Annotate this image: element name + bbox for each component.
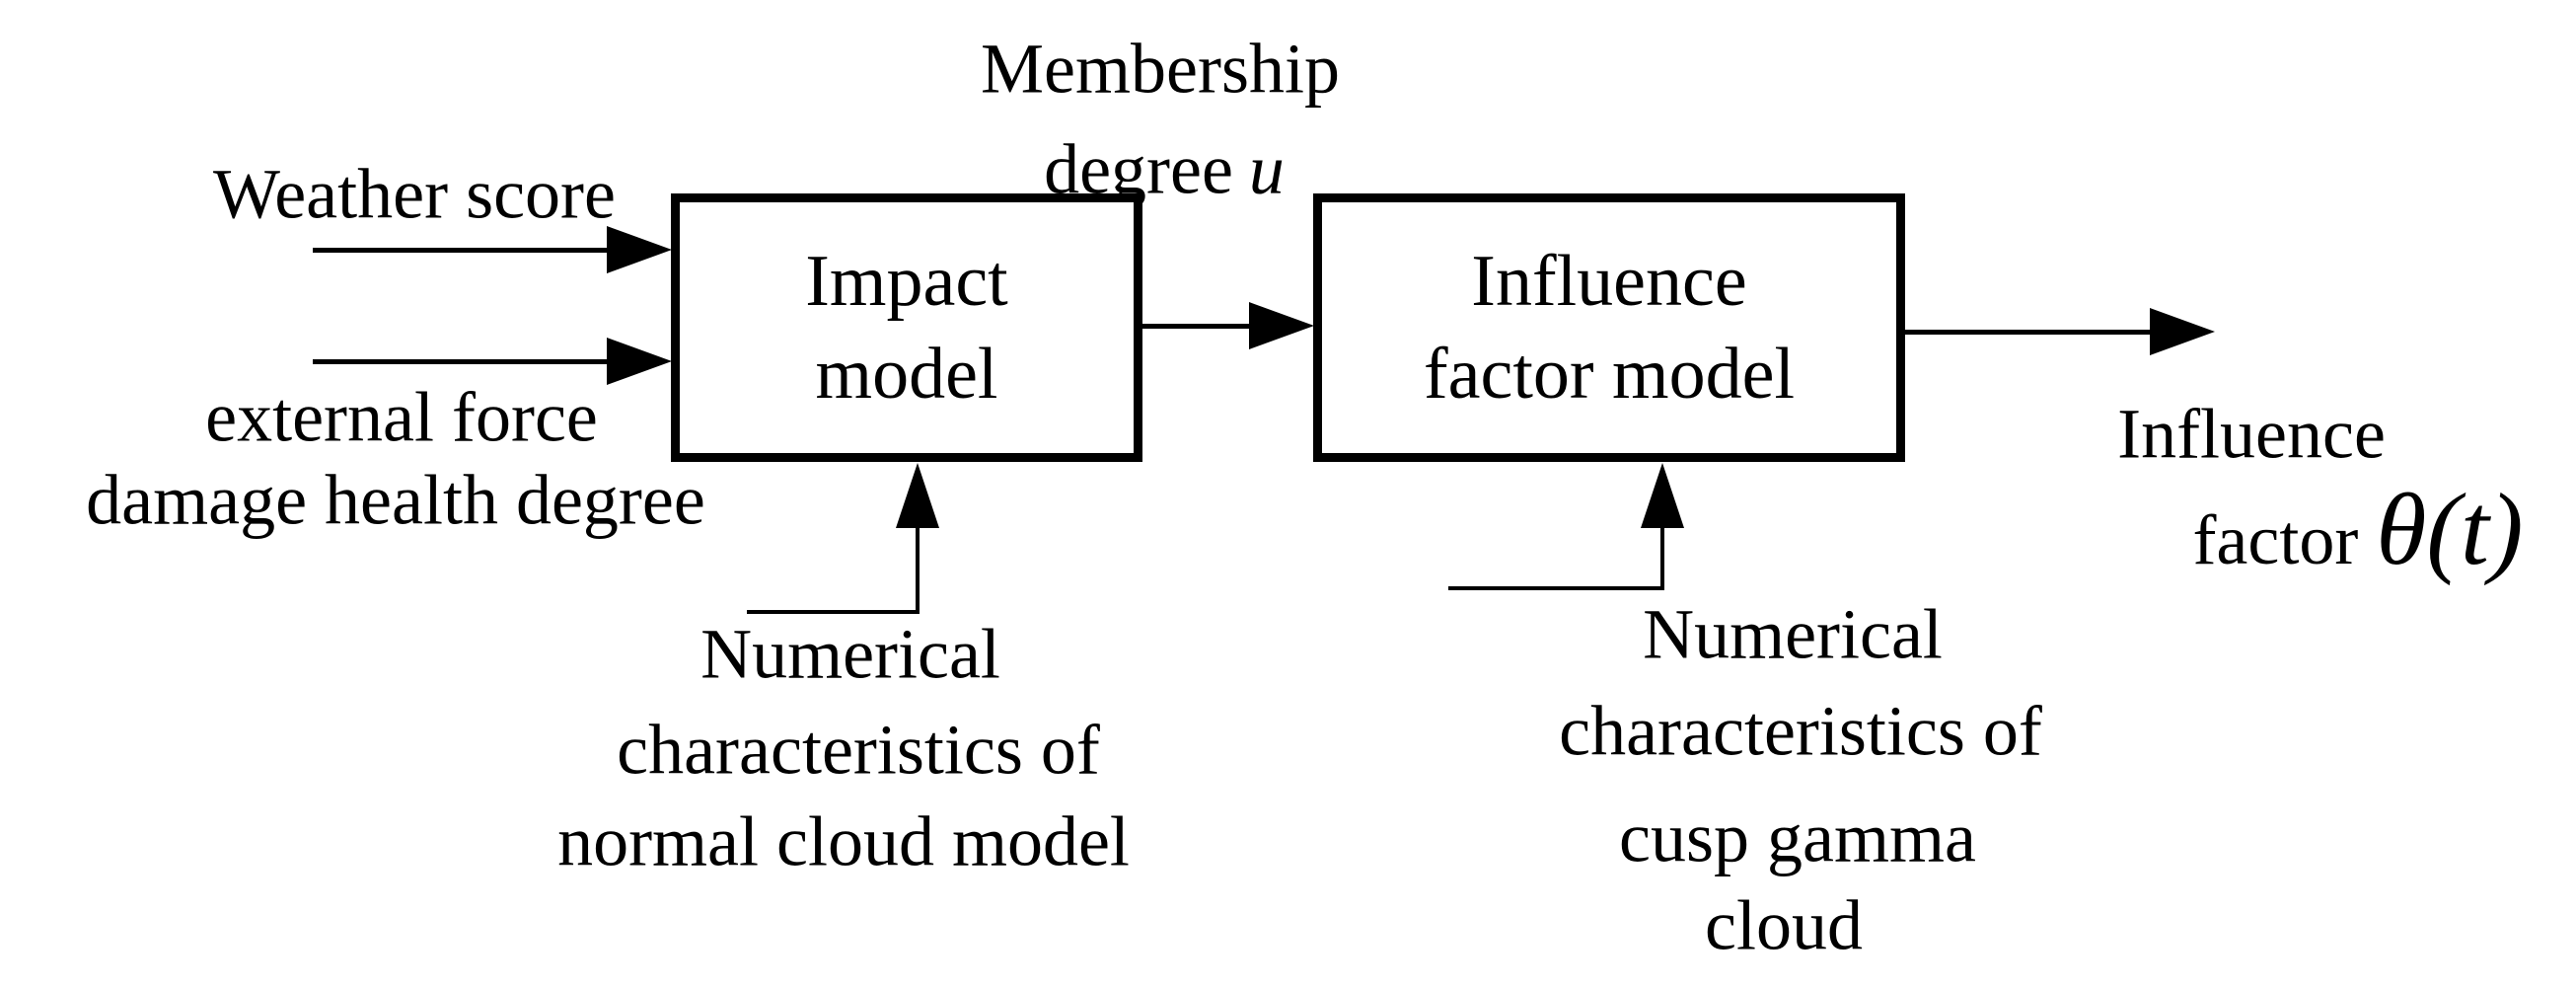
theta-t-variable: θ(t): [2376, 472, 2524, 586]
membership-connector-arrow-line: [1141, 324, 1252, 329]
cusp-cloud-label-line1: Numerical: [1643, 594, 1943, 674]
weather-score-arrow-line: [313, 248, 609, 253]
influence-factor-output-word: factor: [2192, 499, 2359, 579]
impact-model-box: Impact model: [671, 193, 1142, 462]
weather-score-arrowhead-icon: [607, 226, 672, 273]
normal-cloud-label-line2: characteristics of: [617, 710, 1100, 790]
membership-connector-arrowhead-icon: [1249, 302, 1314, 349]
membership-variable-u: u: [1248, 129, 1285, 209]
influence-factor-output-label-line1: Influence: [2117, 394, 2386, 474]
output-arrowhead-icon: [2150, 308, 2215, 355]
impact-model-box-label-line1: Impact: [805, 241, 1008, 322]
cusp-cloud-arrowhead-icon: [1641, 463, 1684, 528]
influence-factor-model-box-label-line2: factor model: [1424, 334, 1795, 415]
normal-cloud-connector-horizontal-line: [747, 610, 920, 614]
external-force-label-line1: external force: [205, 377, 598, 457]
cusp-cloud-label-line4: cloud: [1705, 885, 1863, 965]
cusp-cloud-label-line3: cusp gamma: [1619, 798, 1976, 877]
normal-cloud-connector-vertical-line: [916, 527, 920, 614]
cusp-cloud-label-line2: characteristics of: [1559, 691, 2042, 771]
output-arrow-line: [1905, 330, 2152, 335]
influence-factor-model-box: Influence factor model: [1313, 193, 1905, 462]
cusp-cloud-connector-vertical-line: [1660, 527, 1664, 590]
cusp-cloud-connector-horizontal-line: [1448, 586, 1664, 590]
membership-degree-label-line1: Membership: [981, 29, 1340, 109]
influence-factor-model-box-label-line1: Influence: [1471, 241, 1747, 322]
weather-score-label: Weather score: [213, 154, 616, 234]
normal-cloud-label-line3: normal cloud model: [557, 801, 1130, 881]
external-force-arrow-line: [313, 359, 609, 364]
normal-cloud-label-line1: Numerical: [700, 614, 1000, 694]
impact-model-box-label-line2: model: [815, 334, 998, 415]
external-force-label-line2: damage health degree: [86, 460, 705, 540]
normal-cloud-arrowhead-icon: [896, 463, 939, 528]
external-force-arrowhead-icon: [607, 338, 672, 385]
